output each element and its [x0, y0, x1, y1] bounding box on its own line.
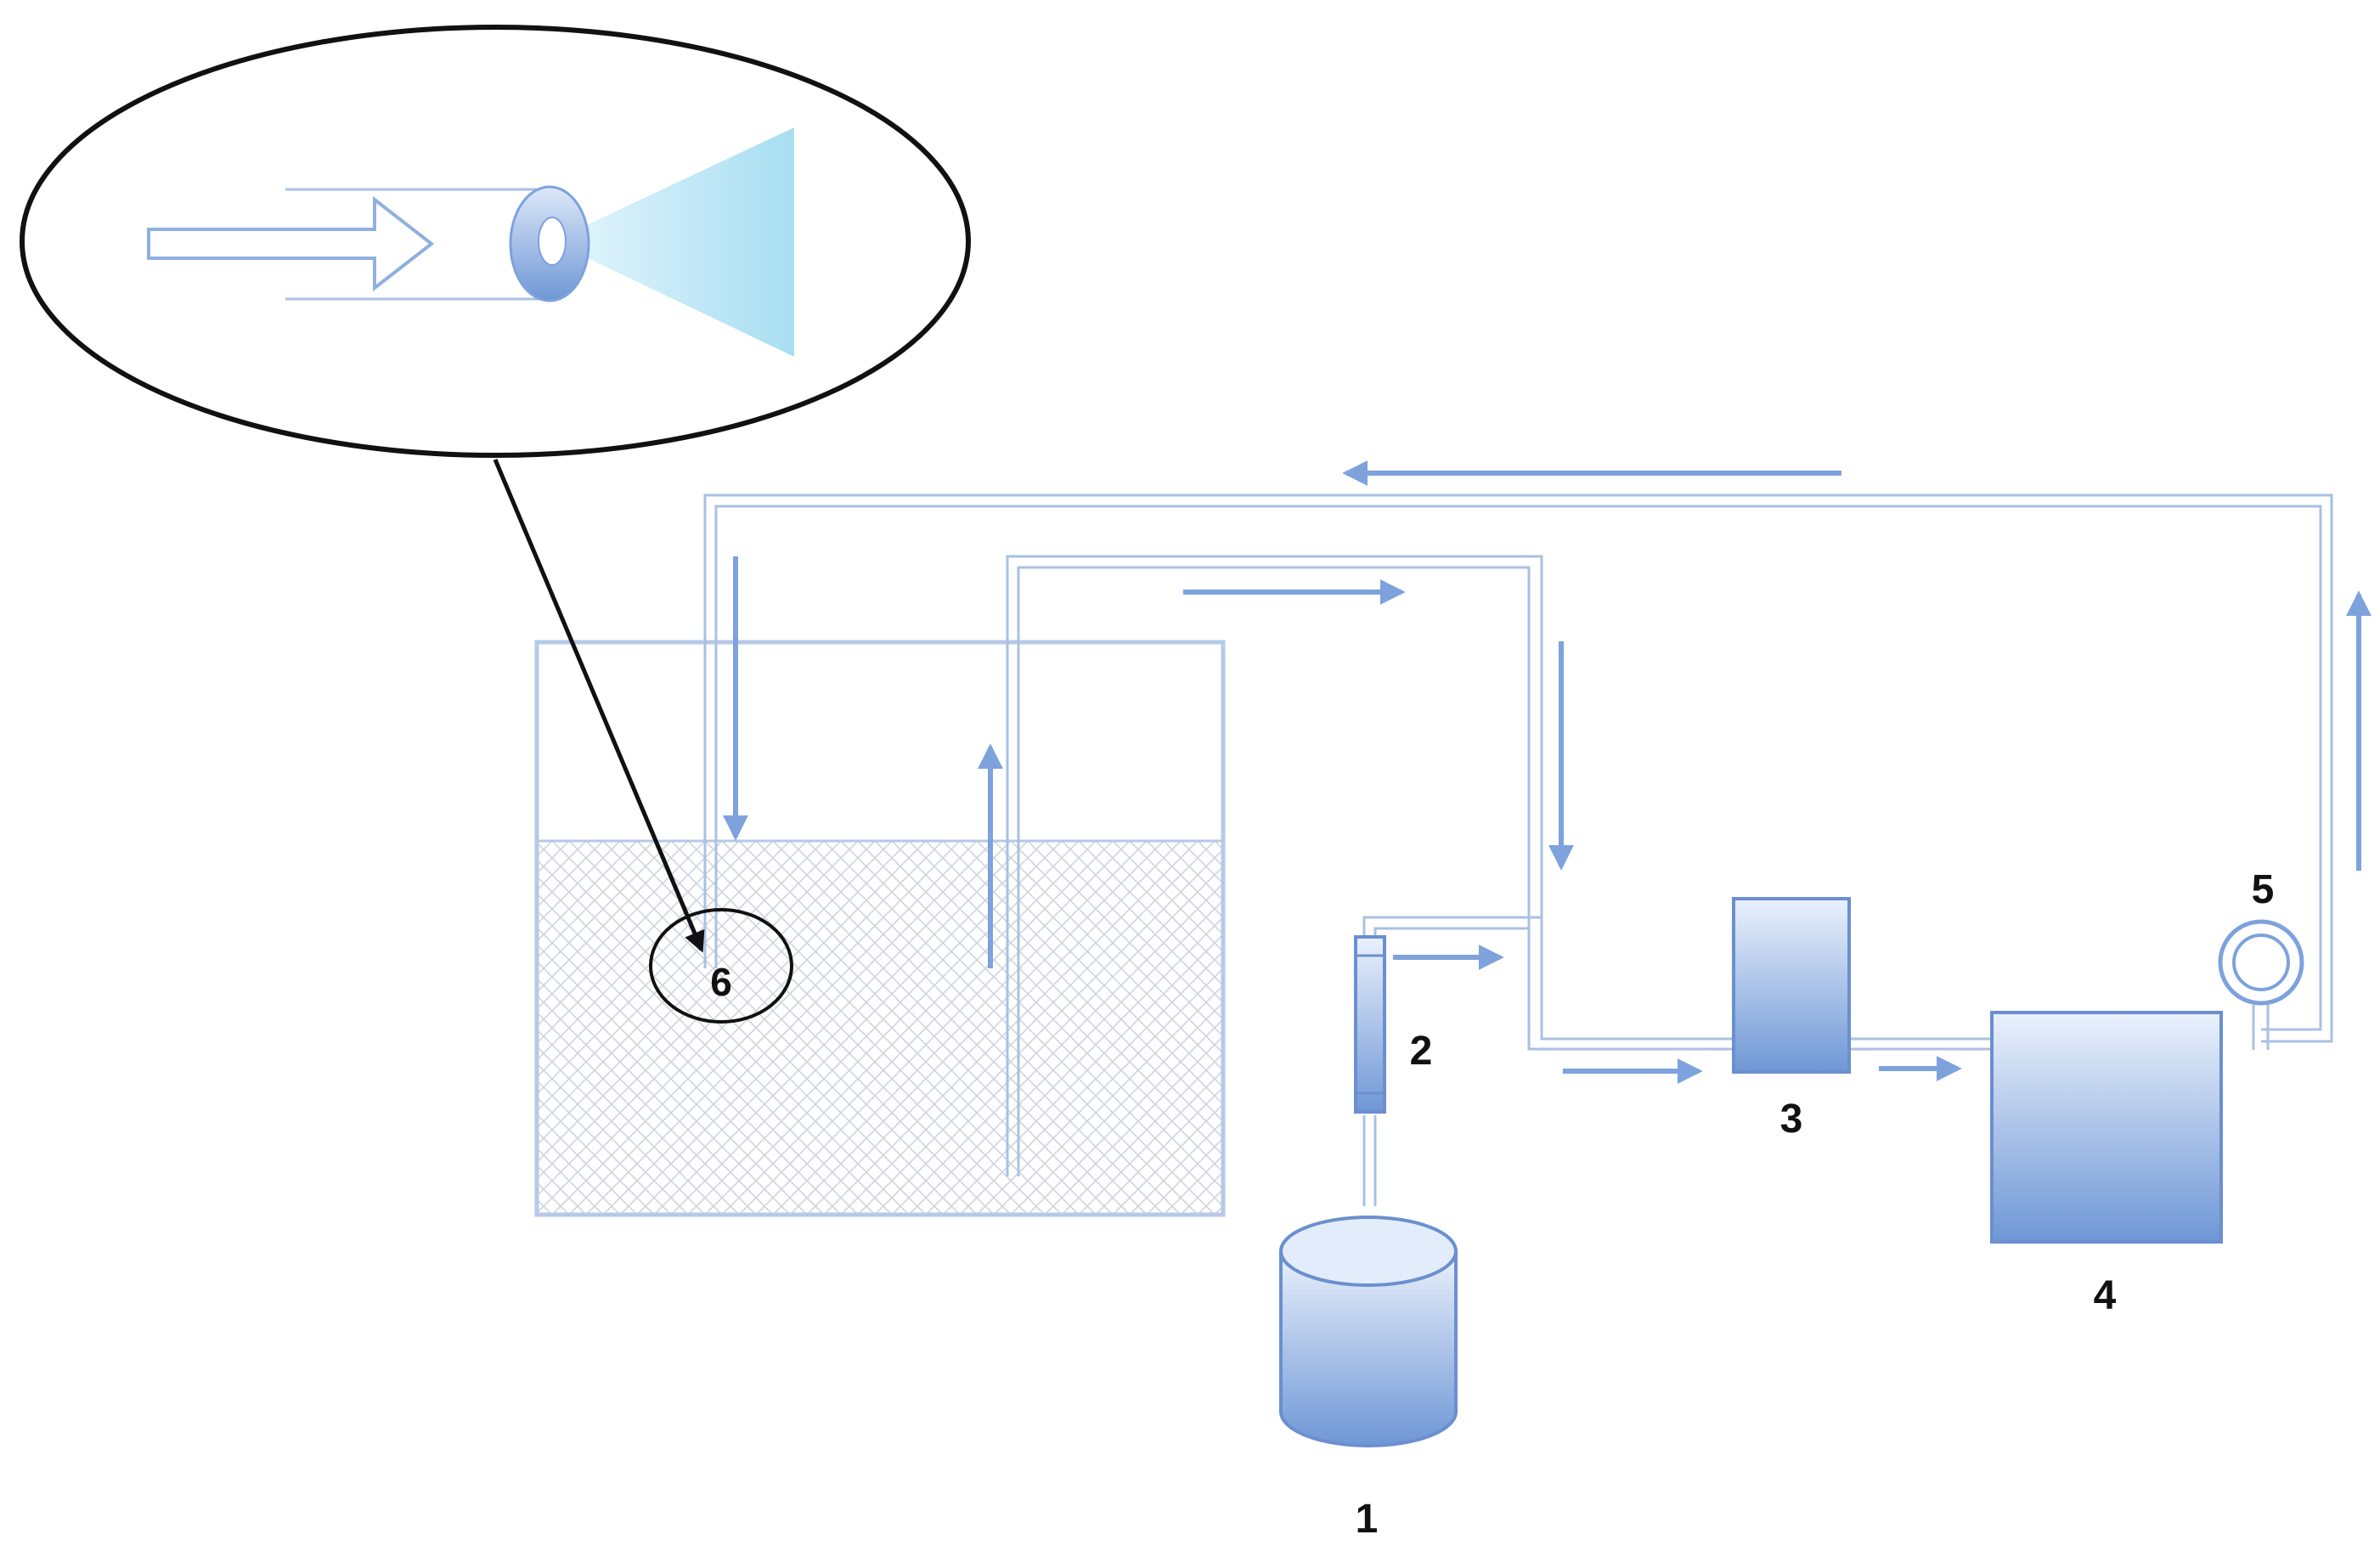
cylinder-container-icon — [1279, 1216, 1458, 1447]
nozzle-detail-view — [20, 25, 971, 458]
callout-arrow — [493, 459, 705, 953]
outlet-pipe-inner — [1017, 566, 1741, 1176]
flow-arrows — [723, 460, 2372, 1084]
pressure-gauge-icon — [2218, 919, 2304, 1006]
piping — [703, 494, 2333, 1206]
nozzle-marker-ellipse — [649, 908, 793, 1024]
label-2: 2 — [1410, 1029, 1433, 1074]
label-6: 6 — [710, 960, 732, 1004]
unit-4 — [1990, 1011, 2223, 1244]
flowmeter-line-inner — [1373, 927, 1529, 949]
flowmeter-line-outer — [1362, 916, 1542, 949]
label-4: 4 — [2094, 1273, 2117, 1318]
tank-liquid — [537, 841, 1223, 1215]
label-5: 5 — [2252, 867, 2275, 912]
return-pipe-outer — [703, 494, 2333, 1043]
spray-cone — [552, 127, 794, 357]
label-3: 3 — [1780, 1097, 1803, 1142]
detail-flow-arrow — [147, 195, 435, 292]
outlet-pipe-outer — [1006, 555, 1741, 1176]
nozzle-ring-icon — [509, 185, 590, 302]
tank-outline — [534, 640, 1226, 1217]
return-pipe-inner — [714, 505, 2322, 1031]
flowmeter-icon — [1354, 935, 1386, 1114]
unit-3 — [1732, 897, 1851, 1074]
label-1: 1 — [1356, 1497, 1379, 1542]
detail-ellipse — [20, 25, 971, 458]
tank — [534, 640, 1226, 1217]
